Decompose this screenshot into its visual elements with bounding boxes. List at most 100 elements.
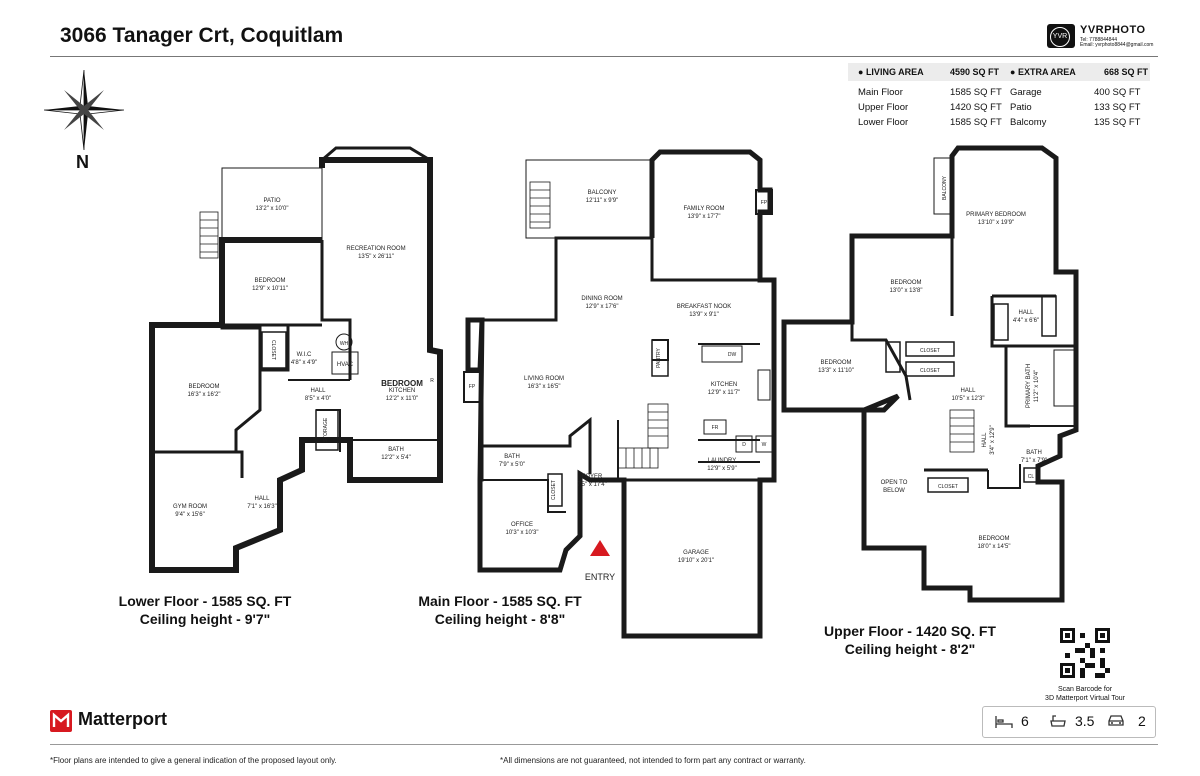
main-foyer-stairs-icon xyxy=(617,447,659,469)
main-exterior-walls xyxy=(465,149,777,639)
bath-count: 3.5 xyxy=(1075,713,1095,729)
compass-north-label: N xyxy=(76,152,89,172)
lower-storage-label: STORAGE xyxy=(323,417,329,442)
living-row-name: Lower Floor xyxy=(858,117,909,128)
main-fireplace-west xyxy=(463,371,481,403)
lower-room-name: W.I.C xyxy=(297,352,312,358)
main-room-dim: 13'9" x 17'7" xyxy=(688,214,721,220)
lower-exterior-walls xyxy=(149,157,443,573)
upper-closet-box xyxy=(993,303,1009,341)
upper-room-dim: 11'2" x 10'4" xyxy=(1034,370,1040,402)
upper-stairs-icon xyxy=(949,409,975,453)
main-washer-label: W xyxy=(762,442,767,448)
lower-storage-box xyxy=(315,409,339,451)
main-room-name: LAUNDRY xyxy=(708,458,737,464)
logo-email: Email: yvrphoto8844@gmail.com xyxy=(1080,42,1154,48)
matterport-brand: Matterport xyxy=(78,709,167,729)
main-stairs-down-icon xyxy=(647,403,669,449)
upper-cl-label: CL xyxy=(1028,474,1035,480)
extra-row-value: 400 SQ FT xyxy=(1094,87,1141,98)
lower-floor-label-1: Lower Floor - 1585 SQ. FT xyxy=(118,593,292,609)
lower-room-dim: 4'8" x 4'9" xyxy=(291,360,317,366)
lower-hvac-label: HVAC xyxy=(337,362,354,368)
main-pantry-box xyxy=(651,339,669,377)
lower-floor-plan: PATIO 13'2" x 10'0" RECREATION ROOM 13'5… xyxy=(149,146,443,573)
upper-closet-box xyxy=(885,341,901,373)
lower-room-name: RECREATION ROOM xyxy=(346,246,405,252)
upper-room-name: HALL xyxy=(982,432,988,448)
main-fridge-box xyxy=(703,419,727,435)
lower-floor-label-2: Ceiling height - 9'7" xyxy=(139,611,271,627)
main-room-dim: 12'9" x 17'6" xyxy=(586,304,619,310)
lower-room-name: GYM ROOM xyxy=(173,504,207,510)
page-title: 3066 Tanager Crt, Coquitlam xyxy=(60,24,344,47)
main-range-box xyxy=(757,369,771,401)
disclaimer-left: *Floor plans are intended to give a gene… xyxy=(50,756,337,765)
lower-hvac-icon xyxy=(331,351,359,375)
lower-stairs-icon xyxy=(199,211,219,259)
lower-water-heater-icon xyxy=(335,333,353,351)
upper-tub-icon xyxy=(1053,349,1077,407)
lower-room-dim: 12'9" x 10'11" xyxy=(252,286,288,292)
main-room-name: BALCONY xyxy=(588,190,617,196)
main-dryer-label: D xyxy=(742,442,746,448)
lower-room-name: BEDROOM xyxy=(254,278,285,284)
main-stairs-icon xyxy=(529,181,551,229)
upper-balcony-outline xyxy=(933,157,955,215)
parking-count: 2 xyxy=(1138,713,1146,729)
qr-caption-1: Scan Barcode for xyxy=(1057,686,1113,693)
upper-room-dim: 13'10" x 19'9" xyxy=(978,220,1014,226)
main-room-name: KITCHEN xyxy=(711,382,737,388)
main-floor-plan: BALCONY 12'11" x 9'9" FAMILY ROOM 13'9" … xyxy=(463,149,777,639)
upper-closet-label: CLOSET xyxy=(920,368,940,374)
extra-row-name: Patio xyxy=(1010,102,1032,113)
main-room-dim: 7'5" x 17'4" xyxy=(577,482,607,488)
yvrphoto-logo-icon: YVR xyxy=(1047,24,1075,48)
upper-closet-box xyxy=(905,341,955,357)
upper-room-dim: 7'1" x 7'9" xyxy=(1021,458,1047,464)
main-floor-label-2: Ceiling height - 8'8" xyxy=(434,611,566,627)
main-room-dim: 12'9" x 5'9" xyxy=(707,466,737,472)
bed-icon xyxy=(995,716,1013,728)
matterport-logo-icon xyxy=(50,710,72,732)
main-floor-label-1: Main Floor - 1585 SQ. FT xyxy=(418,593,582,609)
upper-floor-label-1: Upper Floor - 1420 SQ. FT xyxy=(824,623,996,639)
extra-row-value: 135 SQ FT xyxy=(1094,117,1141,128)
lower-room-name: BEDROOM xyxy=(188,384,219,390)
main-fp-label: FP xyxy=(469,384,476,390)
main-dryer-box xyxy=(735,435,753,453)
area-table-header-bg xyxy=(848,63,1150,81)
header-divider xyxy=(50,56,1158,57)
main-room-name: OFFICE xyxy=(511,522,533,528)
main-washer-box xyxy=(755,435,773,453)
logo-badge: YVR xyxy=(1050,27,1070,47)
extra-row-name: Garage xyxy=(1010,87,1042,98)
main-room-name: GARAGE xyxy=(683,550,709,556)
upper-floor-plan: PRIMARY BEDROOM 13'10" x 19'9" BEDROOM 1… xyxy=(781,145,1079,603)
upper-room-name: PRIMARY BEDROOM xyxy=(966,212,1026,218)
upper-balcony-label: BALCONY xyxy=(942,175,948,200)
lower-room-dim: 13'2" x 10'0" xyxy=(256,206,289,212)
upper-closet-box xyxy=(1041,295,1057,337)
bath-icon xyxy=(1050,715,1066,727)
lower-patio-outline xyxy=(221,167,323,241)
upper-cl-box xyxy=(1023,467,1039,483)
lower-room-dim: 9'4" x 15'6" xyxy=(175,512,205,518)
upper-room-dim: 18'0" x 14'5" xyxy=(978,544,1011,550)
upper-room-dim: 4'4" x 6'6" xyxy=(1013,318,1039,324)
qr-code-icon[interactable] xyxy=(1060,628,1110,678)
living-row-name: Upper Floor xyxy=(858,102,909,113)
main-room-name: FAMILY ROOM xyxy=(683,206,724,212)
upper-room-name: BATH xyxy=(1026,450,1042,456)
upper-room-name: OPEN TO xyxy=(881,480,908,486)
main-room-dim: 19'10" x 20'1" xyxy=(678,558,714,564)
qr-caption-2: 3D Matterport Virtual Tour xyxy=(1045,695,1125,702)
lower-room-dim: 12'2" x 11'0" xyxy=(386,396,418,402)
main-fp-label: FP xyxy=(761,200,768,206)
lower-room-dim: 12'2" x 5'4" xyxy=(381,455,411,461)
lower-room-name: BATH xyxy=(388,447,404,453)
lower-room-dim: 7'1" x 16'3" xyxy=(247,504,277,510)
upper-room-dim: 13'0" x 13'8" xyxy=(890,288,923,294)
logo-name: YVRPHOTO xyxy=(1080,24,1146,36)
main-room-name: FOYER xyxy=(582,474,603,480)
